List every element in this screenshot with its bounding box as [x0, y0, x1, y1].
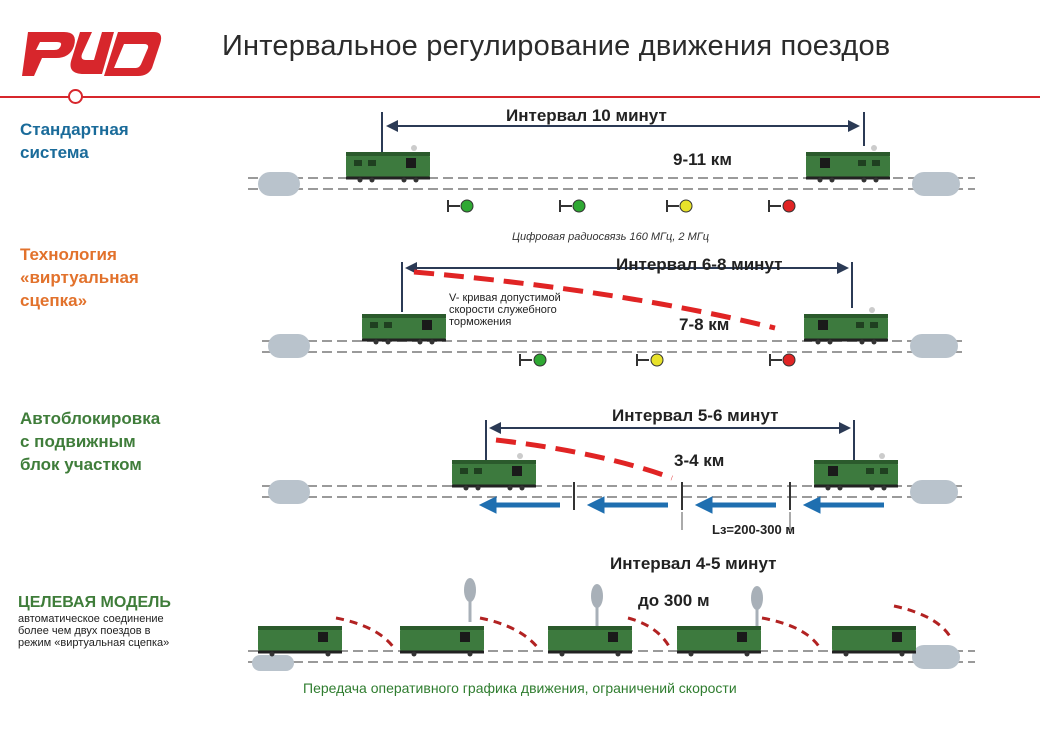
section-label-moving-block: Автоблокировка с подвижным блок участком: [20, 409, 161, 474]
buffer-stop-icon: [912, 645, 960, 669]
distance-label: до 300 м: [638, 591, 710, 610]
footer-caption: Передача оперативного графика движения, …: [303, 680, 737, 696]
locomotive-icon: [362, 314, 446, 345]
signal-icon: [636, 353, 664, 367]
locomotive-icon: [832, 626, 916, 657]
locomotive-icon: [346, 145, 430, 183]
section-label-virtual-coupling: Технология «виртуальная сцепка»: [20, 245, 139, 310]
header-divider: [0, 96, 1040, 98]
locomotive-icon: [548, 626, 632, 657]
antenna-icon: [464, 578, 763, 626]
locomotive-icon: [814, 453, 898, 491]
buffer-stop-icon: [268, 334, 310, 358]
signal-icon: [519, 353, 547, 367]
section-label-standard: Стандартная система: [20, 120, 129, 162]
block-length-label: Lз=200-300 м: [712, 522, 795, 537]
buffer-stop-icon: [258, 172, 300, 196]
direction-arrow: [478, 496, 884, 514]
section-label-target-model: ЦЕЛЕВАЯ МОДЕЛЬ: [18, 594, 171, 611]
distance-label: 9-11 км: [673, 150, 732, 169]
curve-note: V- кривая допустимой скорости служебного…: [449, 292, 561, 328]
interval-label: Интервал 5-6 минут: [612, 406, 779, 425]
header-divider-dot: [68, 89, 83, 104]
locomotive-icon: [258, 626, 342, 657]
signal-icon: [559, 199, 586, 213]
signal-icon: [447, 199, 474, 213]
locomotive-icon: [400, 626, 484, 657]
locomotive-icon: [806, 145, 890, 183]
buffer-stop-icon: [252, 655, 294, 671]
distance-label: 3-4 км: [674, 451, 725, 470]
target-model-description: автоматическое соединение более чем двух…: [18, 613, 170, 649]
buffer-stop-icon: [268, 480, 310, 504]
distance-label: 7-8 км: [679, 315, 730, 334]
interval-label: Интервал 4-5 минут: [610, 554, 777, 573]
rzd-logo: [22, 32, 162, 76]
locomotive-icon: [452, 453, 536, 491]
virtual-coupling-arc: [335, 604, 954, 649]
signal-icon: [768, 199, 796, 213]
signal-icon: [769, 353, 796, 367]
interval-label: Интервал 10 минут: [506, 106, 667, 125]
buffer-stop-icon: [910, 480, 958, 504]
locomotive-icon: [804, 307, 888, 345]
buffer-stop-icon: [910, 334, 958, 358]
interval-label: Интервал 6-8 минут: [616, 255, 783, 274]
page-title: Интервальное регулирование движения поез…: [222, 30, 891, 62]
radio-label: Цифровая радиосвязь 160 МГц, 2 МГц: [512, 231, 710, 243]
locomotive-icon: [677, 626, 761, 657]
buffer-stop-icon: [912, 172, 960, 196]
signal-icon: [666, 199, 693, 213]
